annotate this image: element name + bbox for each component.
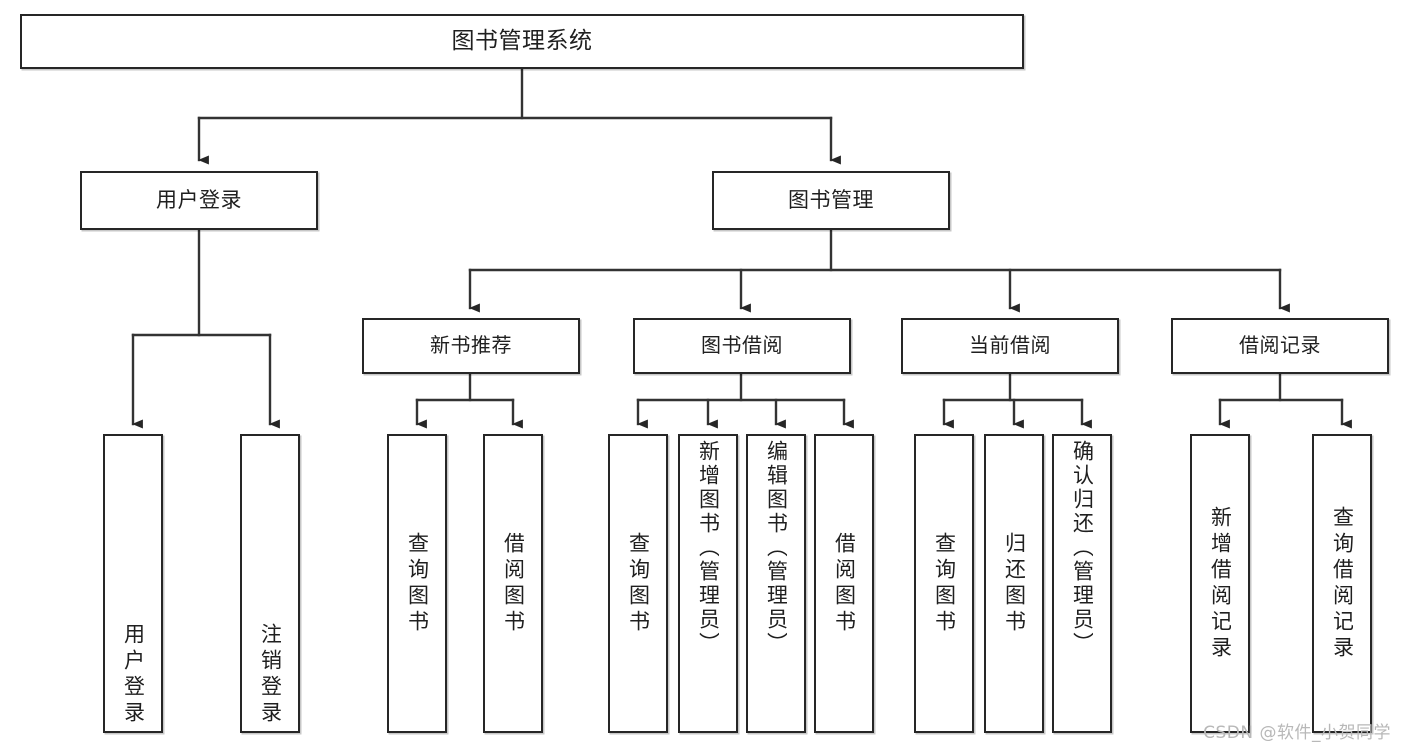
node-leaf-edit-book-admin[interactable]: 编辑图书（管理员） bbox=[746, 434, 806, 733]
node-user-login-label: 用户登录 bbox=[156, 188, 242, 213]
node-leaf-return-book[interactable]: 归还图书 bbox=[984, 434, 1044, 733]
node-leaf-query-book-recommend-label: 查询图书 bbox=[406, 531, 428, 636]
node-leaf-user-logout[interactable]: 注销登录 bbox=[240, 434, 300, 733]
node-leaf-user-logout-label: 注销登录 bbox=[259, 623, 281, 727]
node-leaf-query-book-recommend[interactable]: 查询图书 bbox=[387, 434, 447, 733]
node-root-label: 图书管理系统 bbox=[451, 27, 593, 54]
node-leaf-add-book-admin[interactable]: 新增图书（管理员） bbox=[678, 434, 738, 733]
node-leaf-edit-book-admin-label: 编辑图书（管理员） bbox=[765, 440, 787, 656]
node-leaf-confirm-return-admin-label: 确认归还（管理员） bbox=[1071, 440, 1093, 656]
node-leaf-borrow-book[interactable]: 借阅图书 bbox=[814, 434, 874, 733]
node-leaf-add-borrow-record-label: 新增借阅记录 bbox=[1209, 505, 1231, 662]
node-leaf-add-borrow-record[interactable]: 新增借阅记录 bbox=[1190, 434, 1250, 733]
node-book-manage-label: 图书管理 bbox=[788, 188, 874, 213]
node-leaf-query-book-borrow-label: 查询图书 bbox=[627, 531, 649, 636]
node-leaf-add-book-admin-label: 新增图书（管理员） bbox=[697, 440, 719, 656]
node-leaf-return-book-label: 归还图书 bbox=[1003, 531, 1025, 636]
node-borrow-record[interactable]: 借阅记录 bbox=[1171, 318, 1389, 374]
node-new-book-recommend[interactable]: 新书推荐 bbox=[362, 318, 580, 374]
node-current-borrow[interactable]: 当前借阅 bbox=[901, 318, 1119, 374]
node-leaf-query-borrow-record[interactable]: 查询借阅记录 bbox=[1312, 434, 1372, 733]
node-leaf-user-login[interactable]: 用户登录 bbox=[103, 434, 163, 733]
node-leaf-query-book-current-label: 查询图书 bbox=[933, 531, 955, 636]
node-leaf-query-book-current[interactable]: 查询图书 bbox=[914, 434, 974, 733]
node-leaf-borrow-book-recommend-label: 借阅图书 bbox=[502, 531, 524, 636]
node-leaf-borrow-book-label: 借阅图书 bbox=[833, 531, 855, 636]
node-current-borrow-label: 当前借阅 bbox=[969, 333, 1051, 358]
node-user-login[interactable]: 用户登录 bbox=[80, 171, 318, 230]
node-leaf-query-book-borrow[interactable]: 查询图书 bbox=[608, 434, 668, 733]
node-leaf-confirm-return-admin[interactable]: 确认归还（管理员） bbox=[1052, 434, 1112, 733]
watermark-text: CSDN @软件_小贺同学 bbox=[1203, 723, 1391, 743]
node-root[interactable]: 图书管理系统 bbox=[20, 14, 1024, 69]
node-leaf-user-login-label: 用户登录 bbox=[122, 623, 144, 727]
node-leaf-query-borrow-record-label: 查询借阅记录 bbox=[1331, 505, 1353, 662]
node-new-book-recommend-label: 新书推荐 bbox=[430, 333, 512, 358]
node-book-borrow-label: 图书借阅 bbox=[701, 333, 783, 358]
node-book-manage[interactable]: 图书管理 bbox=[712, 171, 950, 230]
node-borrow-record-label: 借阅记录 bbox=[1239, 333, 1321, 358]
node-leaf-borrow-book-recommend[interactable]: 借阅图书 bbox=[483, 434, 543, 733]
node-book-borrow[interactable]: 图书借阅 bbox=[633, 318, 851, 374]
